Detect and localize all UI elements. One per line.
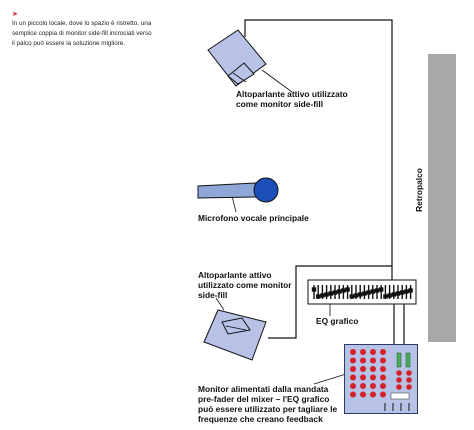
cable-bottom-speaker	[268, 265, 392, 339]
mixer-knob	[360, 357, 366, 364]
mixer-knob	[350, 349, 356, 355]
mixer-icon	[344, 344, 418, 414]
arrow-marker-icon: ➤	[12, 11, 18, 18]
eq-slider-knob	[311, 287, 317, 292]
mixer-knob	[350, 366, 356, 372]
eq-slider-knob	[370, 289, 375, 294]
eq-slider-knob	[404, 289, 409, 294]
mixer-controls	[350, 349, 412, 411]
eq-slider-knob	[379, 287, 384, 292]
eq-label: EQ grafico	[316, 316, 359, 326]
microphone-label: Microfono vocale principale	[198, 213, 309, 223]
eq-slider-knob	[358, 292, 363, 297]
mixer-knob	[380, 383, 386, 389]
eq-slider-knob	[362, 291, 367, 296]
pointer-mic	[231, 195, 237, 213]
mixer-knob	[360, 374, 366, 381]
mixer-knob	[370, 391, 376, 398]
pointer-speaker-bottom	[215, 297, 225, 311]
mixer-knob	[370, 349, 376, 355]
mixer-knob	[396, 384, 402, 390]
eq-slider-knob	[353, 293, 359, 298]
speaker-bottom-icon	[203, 309, 267, 361]
mixer-knob	[396, 370, 402, 376]
mixer-knob	[370, 383, 376, 389]
mixer-knob	[370, 374, 376, 381]
microphone-icon	[197, 177, 279, 203]
speaker-bottom-label: Altoparlante attivo utilizzato come moni…	[198, 270, 292, 300]
eq-slider-knob	[408, 288, 413, 293]
mixer-knob	[406, 377, 412, 383]
eq-slider-knob	[387, 293, 392, 298]
mixer-knob	[380, 374, 386, 381]
mixer-knob	[350, 383, 356, 389]
mixer-knob	[406, 370, 412, 376]
eq-slider-knob	[391, 292, 396, 297]
eq-slider-knob	[337, 289, 342, 294]
eq-slider-knob	[374, 288, 380, 293]
mixer-knob	[350, 357, 356, 364]
mixer-knob	[360, 391, 366, 398]
mixer-knob	[380, 366, 386, 372]
eq-slider-knob	[400, 290, 405, 295]
mixer-knob	[370, 366, 376, 372]
cables	[244, 19, 405, 345]
eq-slider-knob	[395, 291, 401, 296]
mixer-knob	[380, 391, 386, 398]
speaker-top-label: Altoparlante attivo utilizzato come moni…	[236, 89, 348, 109]
pointer-lines	[215, 69, 347, 385]
eq-slider-knob	[341, 288, 346, 293]
eq-slider-knob	[349, 294, 354, 299]
mixer-knob	[380, 349, 386, 355]
caption: ➤ In un piccolo locale, dove lo spazio è…	[12, 11, 152, 49]
mixer-knob	[360, 349, 366, 355]
mixer-knob	[396, 377, 402, 383]
mixer-knob	[380, 357, 386, 364]
pointer-mixer	[313, 373, 347, 385]
eq-slider-knob	[383, 294, 388, 299]
mixer-knob	[406, 384, 412, 390]
caption-text: In un piccolo locale, dove lo spazio è r…	[12, 20, 152, 47]
mixer-knob	[360, 366, 366, 372]
eq-slider-knob	[345, 287, 350, 292]
cable-top-speaker	[244, 19, 393, 292]
mixer-knob	[350, 391, 356, 398]
mixer-knob	[370, 357, 376, 364]
speaker-top-icon	[207, 29, 267, 87]
eq-slider-knob	[316, 294, 321, 299]
eq-slider-knob	[324, 292, 329, 297]
backstage-bar	[428, 54, 456, 342]
pointer-speaker-top	[261, 69, 293, 93]
mixer-knob	[350, 374, 356, 381]
eq-slider-knob	[332, 290, 338, 295]
graphic-eq-icon	[307, 279, 417, 305]
eq-slider-knob	[366, 290, 371, 295]
mixer-knob	[360, 383, 366, 389]
mixer-faders	[384, 352, 411, 411]
eq-slider-knob	[320, 293, 325, 298]
mixer-note-label: Monitor alimentati dalla mandata pre-fad…	[198, 384, 338, 424]
eq-slider-knob	[328, 291, 333, 296]
